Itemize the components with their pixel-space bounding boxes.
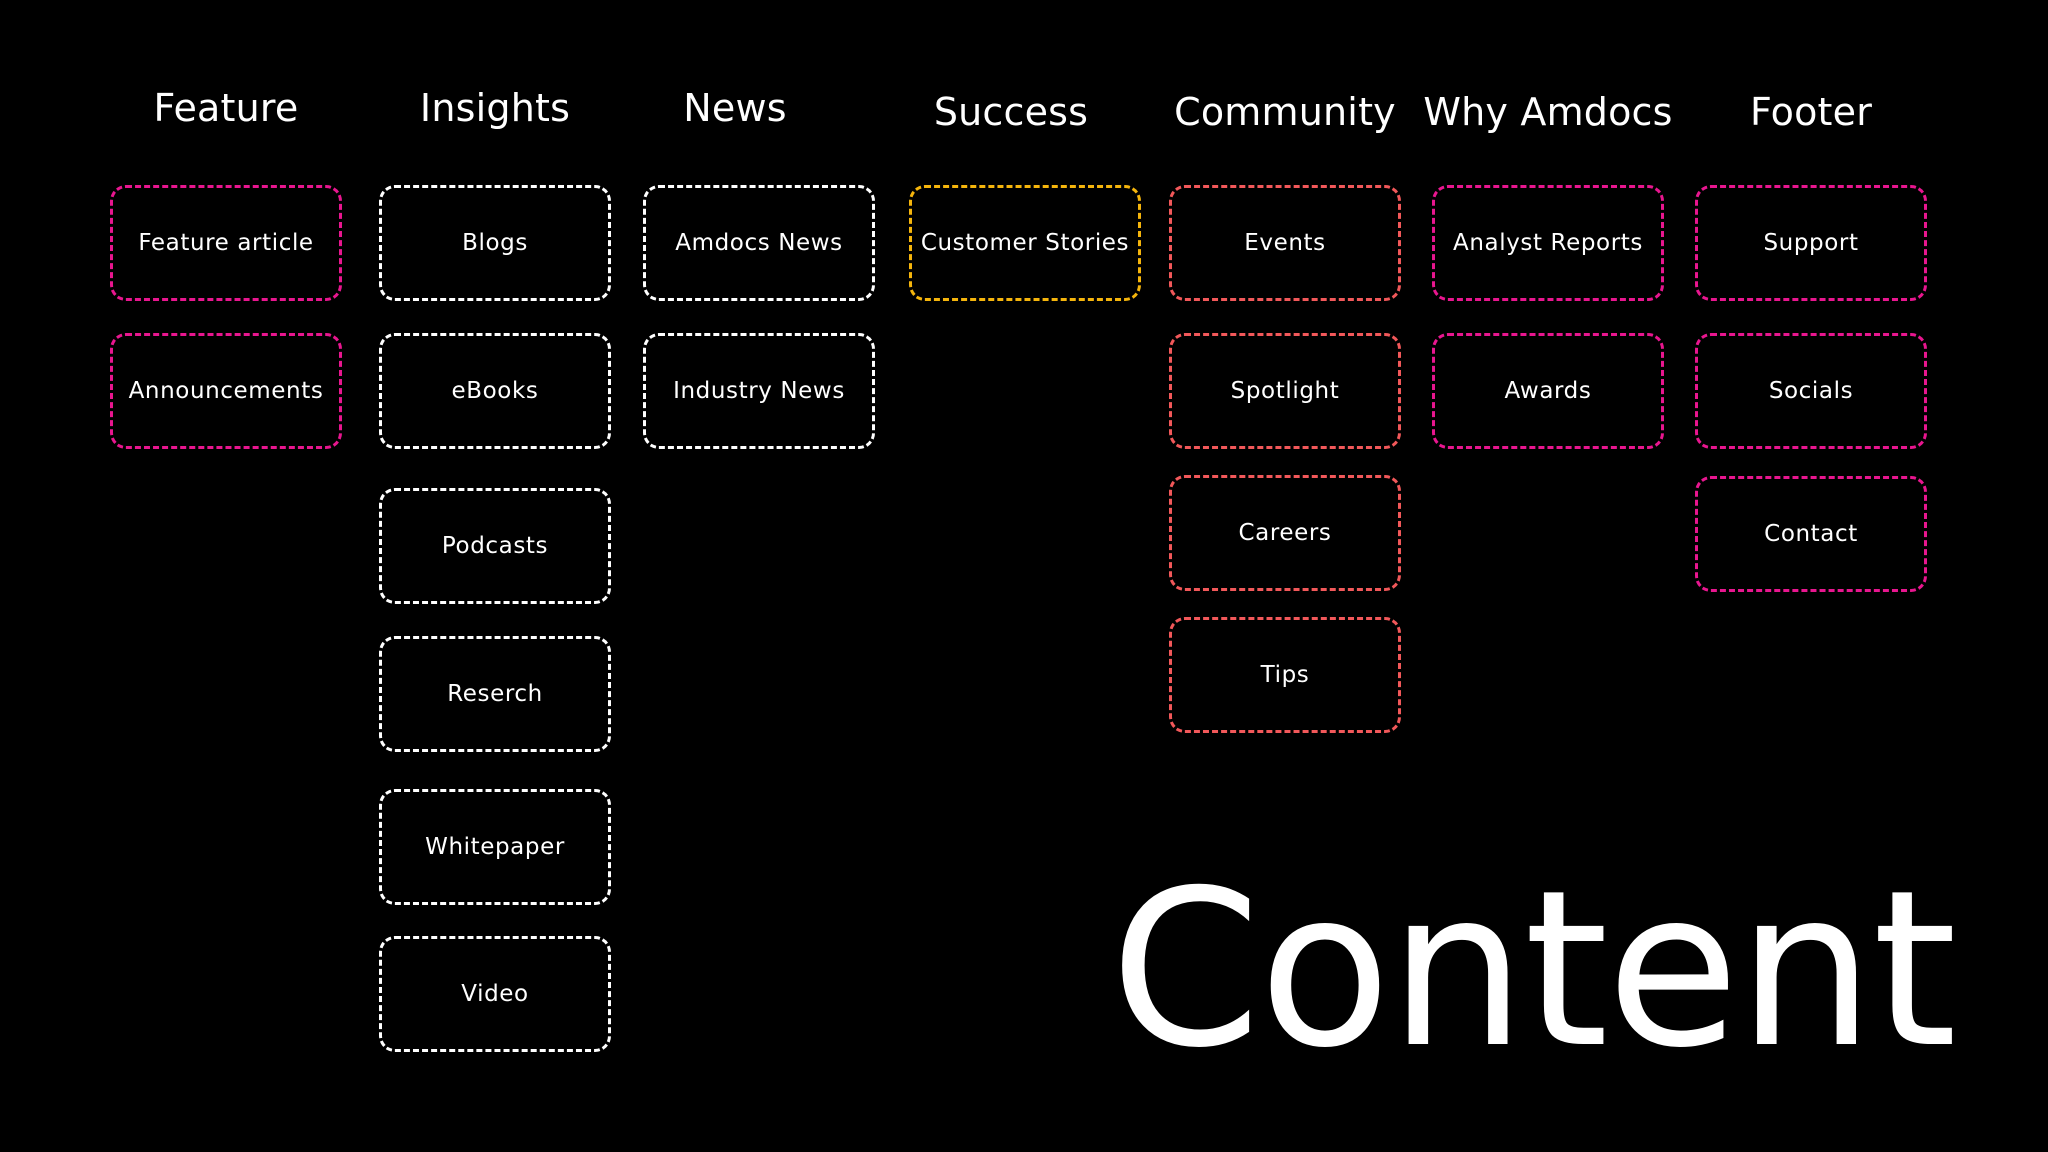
card-blogs[interactable]: Blogs (379, 185, 611, 301)
card-contact[interactable]: Contact (1695, 476, 1927, 592)
card-video[interactable]: Video (379, 936, 611, 1052)
card-feature-article[interactable]: Feature article (110, 185, 342, 301)
column-title-feature: Feature (153, 86, 299, 130)
card-industry-news[interactable]: Industry News (643, 333, 875, 449)
card-analyst-reports[interactable]: Analyst Reports (1432, 185, 1664, 301)
card-socials[interactable]: Socials (1695, 333, 1927, 449)
card-customer-stories[interactable]: Customer Stories (909, 185, 1141, 301)
card-spotlight[interactable]: Spotlight (1169, 333, 1401, 449)
column-title-community: Community (1174, 90, 1396, 134)
content-title: Content (1110, 844, 1957, 1095)
card-podcasts[interactable]: Podcasts (379, 488, 611, 604)
column-title-insights: Insights (419, 86, 571, 130)
card-awards[interactable]: Awards (1432, 333, 1664, 449)
card-reserch[interactable]: Reserch (379, 636, 611, 752)
column-title-news: News (683, 86, 787, 130)
column-title-footer: Footer (1749, 90, 1873, 134)
column-title-success: Success (933, 90, 1089, 134)
card-announcements[interactable]: Announcements (110, 333, 342, 449)
card-ebooks[interactable]: eBooks (379, 333, 611, 449)
card-careers[interactable]: Careers (1169, 475, 1401, 591)
card-amdocs-news[interactable]: Amdocs News (643, 185, 875, 301)
card-support[interactable]: Support (1695, 185, 1927, 301)
card-whitepaper[interactable]: Whitepaper (379, 789, 611, 905)
card-tips[interactable]: Tips (1169, 617, 1401, 733)
card-events[interactable]: Events (1169, 185, 1401, 301)
column-title-why-amdocs: Why Amdocs (1423, 90, 1673, 134)
